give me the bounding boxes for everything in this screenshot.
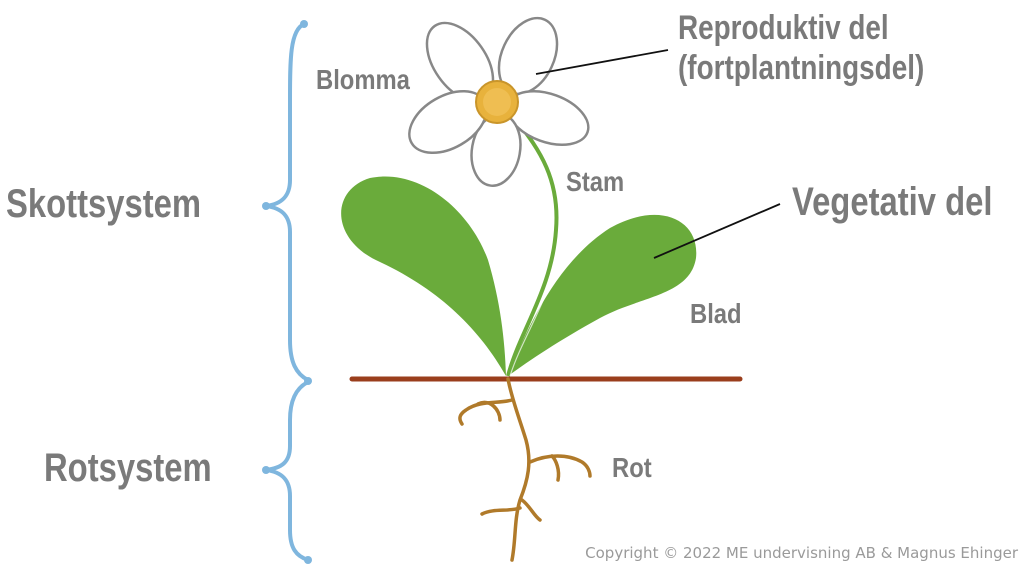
root-branch [520,498,542,522]
flower-center-highlight [483,88,511,116]
main-root [506,377,531,562]
root-system-bracket [265,380,310,562]
vegetative-pointer [653,203,781,259]
root-branch [458,398,514,426]
bracket-dot [262,202,270,210]
root-system-label: Rotsystem [44,446,212,490]
stem-label: Stam [566,166,625,197]
leaf-label: Blad [690,298,742,329]
stem-outline [509,119,564,377]
bracket-dot [304,556,312,564]
root-branch [550,454,561,482]
shoot-system-label: Skottsystem [6,182,202,226]
right-leaf [508,214,697,376]
root-label: Rot [612,452,652,483]
reproductive-label-line1: Reproduktiv del [678,9,889,47]
roots [458,377,592,562]
bracket-dot [304,377,312,385]
vegetative-label: Vegetativ del [792,180,993,224]
flower-label: Blomma [316,64,410,95]
left-leaf [341,176,506,376]
stem [506,118,559,377]
reproductive-label: Reproduktiv del (fortplantningsdel) [678,8,924,88]
root-branch [528,454,592,478]
bracket-dot [300,20,308,28]
reproductive-pointer [535,49,669,75]
shoot-system-bracket [265,22,310,382]
reproductive-label-line2: (fortplantningsdel) [678,49,925,87]
root-branch [480,506,522,516]
copyright-notice: Copyright © 2022 ME undervisning AB & Ma… [585,544,1018,562]
bracket-dot [262,466,270,474]
root-branch [476,400,502,422]
